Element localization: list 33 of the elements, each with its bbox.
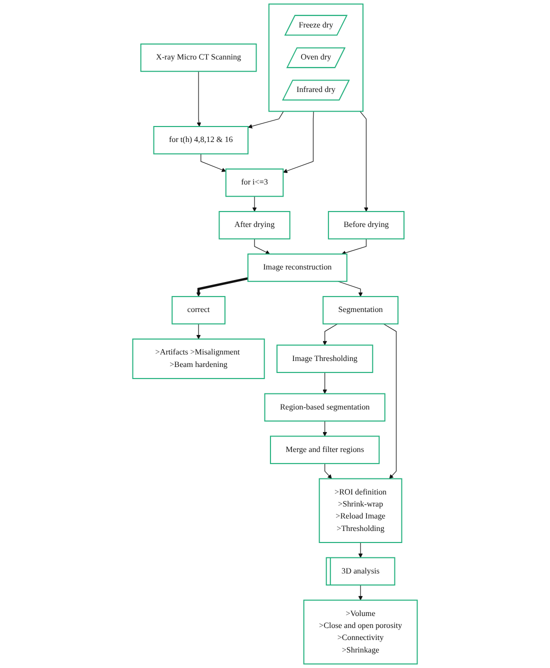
arrow [196,324,201,340]
arrow [324,463,332,479]
node-box: After drying [218,211,290,240]
node-box: >Artifacts >Misalignment >Beam hardening [132,338,265,380]
node-box: Merge and filter regions [270,436,380,464]
node-box: correct [172,296,226,324]
arrow [248,111,284,128]
node-box: for i<=3 [225,168,284,197]
arrow [196,277,248,297]
node-box: >ROI definition >Shrink-wrap >Reload Image >Thresholding [318,478,402,543]
node-box: Image Thresholding [276,344,374,373]
arrow [254,238,270,254]
node-box: Region-based segmentation [264,393,386,422]
node-box: Image reconstruction [247,254,348,282]
arrow [200,154,226,172]
arrow [322,372,328,394]
node-box: >Volume >Close and open porosity >Connectivity >Shrinkage [303,600,418,664]
node-box: X-ray Micro CT Scanning [140,44,257,72]
arrow [322,324,338,346]
arrow [358,584,363,600]
arrow [196,71,202,127]
arrow [341,238,367,255]
node-box: Before drying [328,211,404,240]
node-box: for t(h) 4,8,12 & 16 [153,126,248,154]
arrow [252,196,257,212]
arrow [282,111,314,174]
arrow [383,324,397,479]
arrow [360,111,368,212]
node-box: Segmentation [322,296,398,324]
arrow [358,542,363,558]
arrow [338,281,363,297]
arrow [322,420,328,436]
cluster [268,4,364,112]
